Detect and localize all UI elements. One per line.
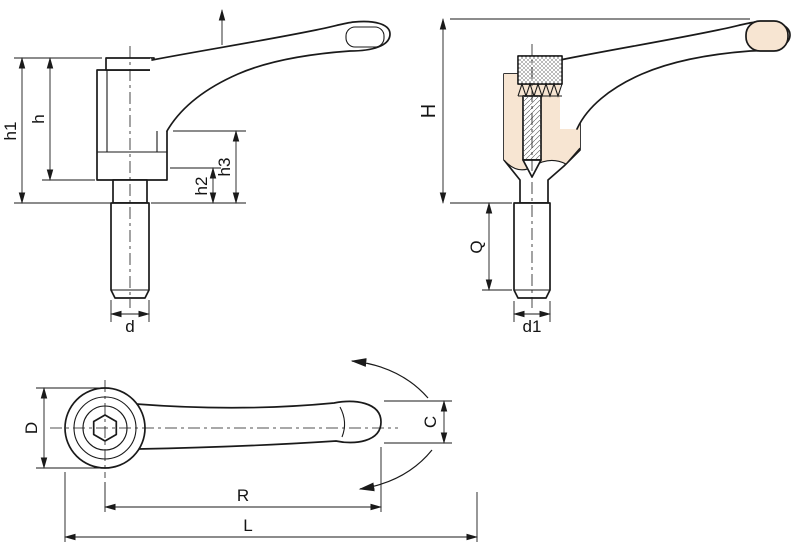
- arm: [135, 400, 382, 450]
- dim-label-C: C: [421, 416, 440, 428]
- extension-lines: [36, 387, 478, 542]
- dim-label-d1: d1: [523, 317, 542, 336]
- dim-label-d: d: [125, 317, 134, 336]
- handle-tip: [745, 20, 789, 52]
- dim-label-D: D: [22, 422, 41, 434]
- dim-label-L: L: [243, 516, 252, 535]
- handle-tip-detail: [345, 26, 385, 48]
- view-top: D C R L: [22, 358, 478, 542]
- view-section: H Q d1: [418, 18, 791, 336]
- dim-label-H: H: [418, 104, 440, 118]
- knurl-texture: [518, 56, 562, 84]
- rotation-arrow-upper: [350, 358, 429, 399]
- handle-fill: [150, 21, 390, 131]
- handle-outline: [151, 20, 391, 132]
- view-side: h1 h h2 h3 d: [1, 9, 391, 336]
- extension-lines: [450, 18, 750, 322]
- tip-detail: [339, 406, 346, 438]
- dim-label-R: R: [237, 486, 249, 505]
- handle-fill: [560, 21, 790, 129]
- rotation-arrow-lower: [358, 449, 433, 492]
- dim-label-h1: h1: [1, 122, 20, 141]
- centerlines: [50, 380, 398, 478]
- dim-label-h: h: [29, 114, 48, 123]
- dim-label-h3: h3: [215, 158, 234, 177]
- handle-outline: [559, 20, 791, 130]
- dim-label-h2: h2: [192, 177, 211, 196]
- screw-hatch: [523, 96, 541, 160]
- dim-label-Q: Q: [467, 240, 486, 253]
